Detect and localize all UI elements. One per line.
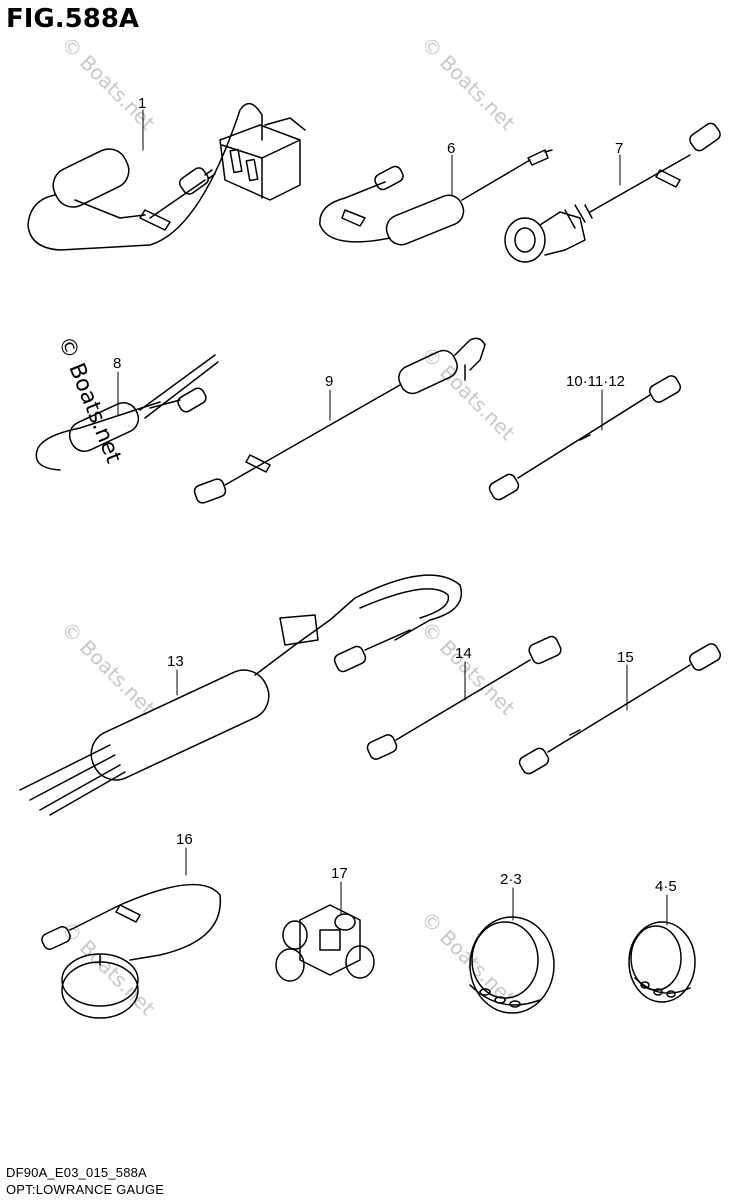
watermark: © Boats.net	[416, 32, 519, 135]
watermark: © Boats.net	[56, 32, 159, 135]
callout-14: 14	[455, 645, 472, 662]
callout-13: 13	[167, 653, 184, 670]
callout-17: 17	[331, 865, 348, 882]
part-7-speed-sensor	[504, 122, 721, 263]
callout-16: 16	[176, 831, 193, 848]
part-10-11-12-cable	[488, 375, 682, 501]
callout-1: 1	[138, 95, 146, 112]
callout-10-11-12: 10·11·12	[566, 373, 625, 390]
callout-4-5: 4·5	[655, 878, 677, 895]
callout-7: 7	[615, 140, 623, 157]
part-15-cable	[518, 643, 722, 775]
leader-lines	[117, 109, 668, 926]
figure-caption: OPT:LOWRANCE GAUGE	[6, 1182, 165, 1197]
watermark: © Boats.net	[416, 342, 519, 445]
part-6-cable	[319, 149, 553, 246]
part-8-cable	[35, 354, 219, 471]
watermark: © Boats.net	[56, 617, 159, 720]
watermark-dark: © Boats.net	[52, 333, 126, 467]
part-13-harness	[19, 574, 463, 816]
part-9-cable	[193, 337, 486, 504]
part-2-3-bezel	[469, 916, 555, 1014]
part-1-transducer	[27, 102, 306, 251]
callout-9: 9	[325, 373, 333, 390]
watermark: © Boats.net	[416, 617, 519, 720]
part-17-tee-connector	[275, 904, 375, 982]
figure-title: FIG.588A	[6, 4, 140, 34]
callout-2-3: 2·3	[500, 871, 522, 888]
callout-8: 8	[113, 355, 121, 372]
figure-code: DF90A_E03_015_588A	[6, 1165, 147, 1180]
callout-15: 15	[617, 649, 634, 666]
callout-6: 6	[447, 140, 455, 157]
callout-labels: 1 6 7 8 9 10·11·12 13 14 15 16 17 2·3 4·…	[113, 95, 677, 895]
part-14-cable	[366, 635, 562, 760]
part-16-gps-antenna	[41, 883, 222, 1019]
watermark: © Boats.net	[56, 917, 159, 1020]
part-4-5-bezel	[628, 921, 696, 1003]
